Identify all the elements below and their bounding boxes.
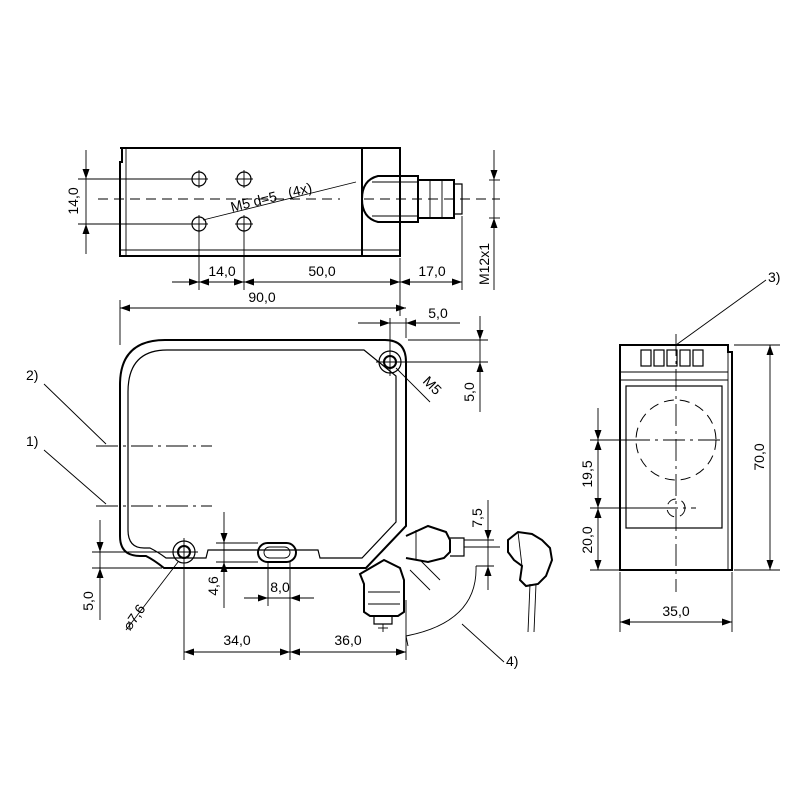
side-dimensions: 19,5 20,0 70,0 35,0	[579, 344, 780, 632]
dim-corner-offset-text: 5,0	[428, 305, 448, 321]
top-dimensions: 14,0 14,0 50,0 17,0 M12x1 M5 d=5 (4x)	[65, 150, 500, 316]
dim-top-height-text: 14,0	[65, 187, 81, 214]
dim-side-height-text: 70,0	[751, 443, 767, 470]
dim-total-width-text: 90,0	[248, 289, 275, 305]
dim-top-right-text: 17,0	[418, 263, 445, 279]
side-view: 19,5 20,0 70,0 35,0	[579, 334, 780, 632]
side-view-housing	[619, 334, 733, 592]
cable-connector	[507, 530, 554, 633]
corner-thread-text: M5	[420, 373, 445, 398]
front-view-housing	[96, 339, 407, 569]
thread-spec-text: M5 d=5 (4x)	[229, 179, 314, 215]
callouts: 2) 1) 3) 4)	[26, 269, 780, 669]
top-view: 14,0 14,0 50,0 17,0 M12x1 M5 d=5 (4x)	[65, 147, 500, 316]
front-total-dimension: 90,0	[119, 289, 406, 345]
dim-left-span-text: 34,0	[223, 632, 250, 648]
callout-1-label: 1)	[26, 433, 38, 449]
dim-corner-vertical-text: 5,0	[461, 382, 477, 402]
callout-2-label: 2)	[26, 367, 38, 383]
top-view-housing	[98, 147, 401, 257]
dim-top-left-text: 14,0	[208, 263, 235, 279]
dim-slot-height-text: 4,6	[205, 576, 221, 596]
dim-right-span-text: 36,0	[334, 632, 361, 648]
front-connector	[358, 524, 500, 647]
dim-side-lower-text: 20,0	[579, 526, 595, 553]
thread-label: M5 d=5	[229, 188, 279, 215]
front-dimensions: 5,0 5,0 M5 5,0 ⌀7,6 4,6	[80, 305, 494, 660]
dim-side-upper-text: 19,5	[579, 460, 595, 487]
dim-top-mid-text: 50,0	[308, 263, 335, 279]
dim-side-width-text: 35,0	[662, 603, 689, 619]
front-view: 90,0	[80, 289, 554, 660]
dim-connector-thread-text: M12x1	[476, 243, 492, 285]
thread-count: (4x)	[286, 179, 313, 200]
dim-connector-height-text: 7,5	[469, 508, 485, 528]
m12-connector-top	[360, 175, 500, 223]
callout-3-label: 3)	[768, 269, 780, 285]
dim-bottom-offset-text: 5,0	[80, 591, 96, 611]
dim-slot-width-text: 8,0	[270, 579, 290, 595]
callout-4-label: 4)	[506, 653, 518, 669]
